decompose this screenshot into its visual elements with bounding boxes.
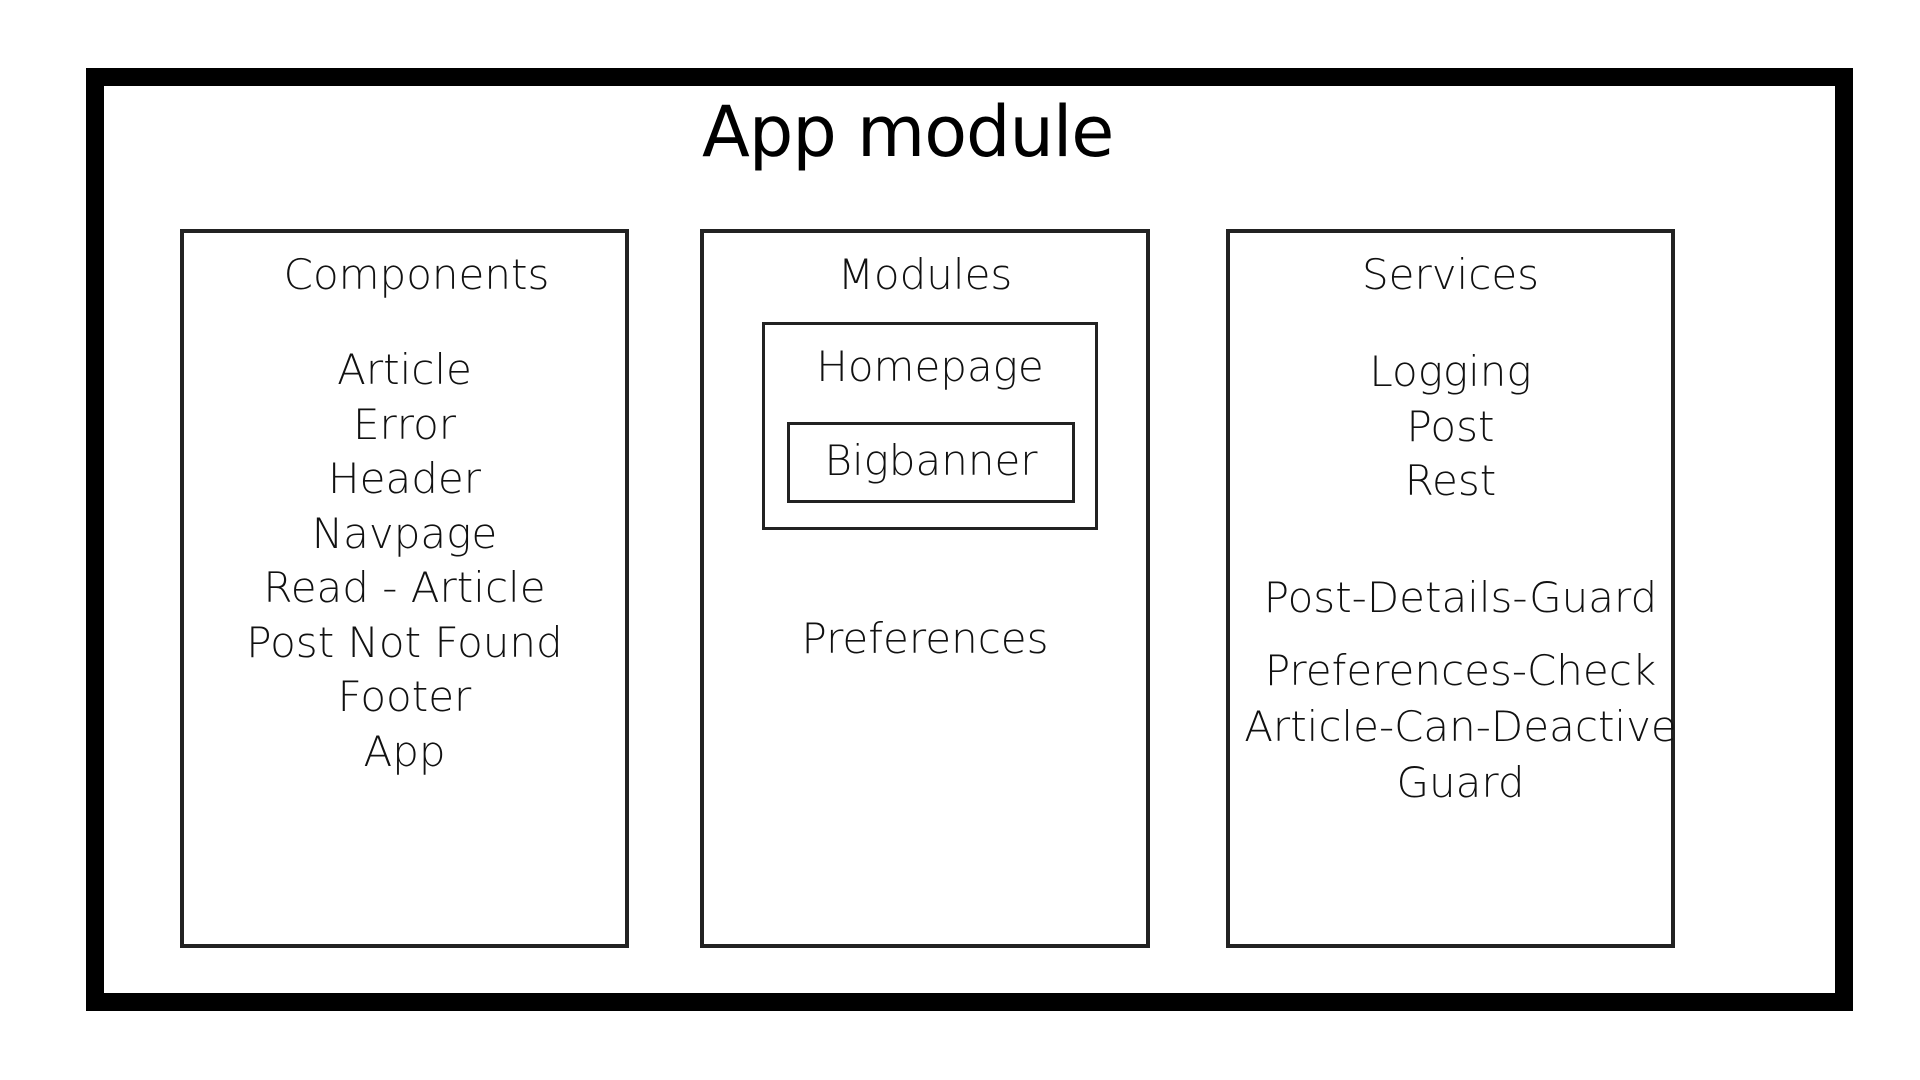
component-item-error: Error (352, 399, 457, 449)
components-title: Components (283, 250, 550, 299)
service-item-post: Post (1406, 401, 1495, 451)
guard-article-can-deactive: Article-Can-Deactive (1244, 702, 1677, 751)
service-item-rest: Rest (1404, 456, 1497, 505)
app-module-title: App module (702, 91, 1114, 173)
service-item-logging: Logging (1369, 347, 1532, 396)
bigbanner-module-label: Bigbanner (824, 436, 1038, 485)
bigbanner-module-box: Bigbanner (787, 422, 1075, 503)
component-item-navpage: Navpage (311, 508, 498, 558)
guard-label: Guard (1396, 758, 1525, 807)
component-item-post-not-found: Post Not Found (246, 617, 563, 667)
guard-post-details: Post-Details-Guard (1263, 573, 1658, 622)
component-item-article: Article (337, 345, 472, 394)
component-item-app: App (363, 726, 446, 776)
component-item-header: Header (328, 454, 481, 503)
modules-panel: Modules Homepage Bigbanner Preferences (700, 229, 1150, 948)
components-list: Article Error Header Navpage Read - Arti… (184, 343, 625, 779)
component-item-read-article: Read - Article (263, 563, 546, 612)
homepage-module-label: Homepage (816, 342, 1044, 391)
services-list: Logging Post Rest (1230, 345, 1671, 509)
preferences-module-label: Preferences (801, 614, 1049, 663)
guard-preferences-check-group: Preferences-Check Article-Can-Deactive (1240, 643, 1681, 755)
guard-preferences-check: Preferences-Check (1264, 646, 1657, 695)
modules-title: Modules (837, 250, 1013, 299)
services-panel: Services Logging Post Rest Post-Details-… (1226, 229, 1677, 948)
services-title: Services (1361, 250, 1540, 299)
component-item-footer: Footer (337, 672, 472, 721)
components-panel: Components Article Error Header Navpage … (180, 229, 629, 948)
homepage-module-box: Homepage Bigbanner (762, 322, 1098, 530)
